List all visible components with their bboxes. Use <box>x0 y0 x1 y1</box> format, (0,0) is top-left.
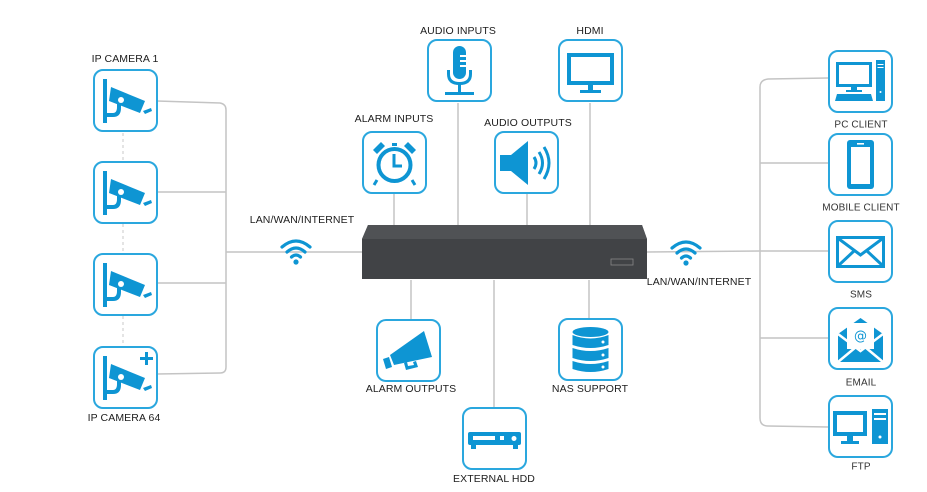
speaker-icon <box>500 141 551 185</box>
alarm-inputs-label: ALARM INPUTS <box>354 113 434 125</box>
cctv-camera-icon <box>103 171 152 215</box>
audio-inputs <box>427 39 492 102</box>
right-network-label: LAN/WAN/INTERNET <box>646 276 752 288</box>
client-bus-line <box>759 77 829 428</box>
mobile-client <box>828 133 893 196</box>
ip-camera-64 <box>93 346 158 409</box>
audio-inputs-label: AUDIO INPUTS <box>420 25 496 37</box>
cctv-camera-icon <box>103 263 152 307</box>
email: @ <box>828 307 893 370</box>
nas-support <box>558 318 623 381</box>
sms <box>828 220 893 283</box>
audio-outputs <box>494 131 559 194</box>
alarm-clock-icon <box>372 142 417 186</box>
smartphone-icon <box>847 140 874 189</box>
alarm-outputs <box>376 319 441 382</box>
email-at-icon: @ <box>837 318 884 363</box>
external-hdd <box>462 407 527 470</box>
nas-support-label: NAS SUPPORT <box>551 383 629 395</box>
hdmi-label: HDMI <box>576 25 604 37</box>
cctv-camera-plus-icon <box>103 352 153 400</box>
cctv-camera-icon <box>103 79 152 123</box>
at-symbol: @ <box>854 329 867 344</box>
pc-client-label: PC CLIENT <box>834 119 888 131</box>
ip-camera <box>93 161 158 224</box>
microphone-icon <box>445 46 474 95</box>
ip-camera <box>93 253 158 316</box>
hdmi <box>558 39 623 102</box>
ftp <box>828 395 893 458</box>
mobile-client-label: MOBILE CLIENT <box>822 202 900 214</box>
hdd-icon <box>468 432 521 449</box>
megaphone-icon <box>383 331 432 370</box>
sms-label: SMS <box>850 289 872 301</box>
email-label: EMAIL <box>845 377 877 389</box>
database-icon <box>572 327 609 372</box>
alarm-inputs <box>362 131 427 194</box>
ip-camera-1 <box>93 69 158 132</box>
ip-camera-64-label: IP CAMERA 64 <box>87 412 161 424</box>
front-panel-indicators <box>610 258 634 266</box>
nvr-recorder <box>362 225 647 279</box>
ftp-label: FTP <box>851 461 871 473</box>
ip-camera-1-label: IP CAMERA 1 <box>91 53 159 65</box>
desktop-pc-icon <box>835 60 885 101</box>
wifi-icon <box>280 239 312 265</box>
monitor-icon <box>567 53 614 93</box>
left-network-label: LAN/WAN/INTERNET <box>249 214 355 226</box>
wifi-icon <box>670 240 702 266</box>
external-hdd-label: EXTERNAL HDD <box>453 473 535 485</box>
ftp-computer-icon <box>833 409 888 444</box>
audio-outputs-label: AUDIO OUTPUTS <box>484 117 572 129</box>
envelope-icon <box>836 236 885 268</box>
alarm-outputs-label: ALARM OUTPUTS <box>365 383 457 395</box>
camera-bus-line <box>156 100 227 375</box>
pc-client <box>828 50 893 113</box>
right-network-line <box>646 250 761 253</box>
